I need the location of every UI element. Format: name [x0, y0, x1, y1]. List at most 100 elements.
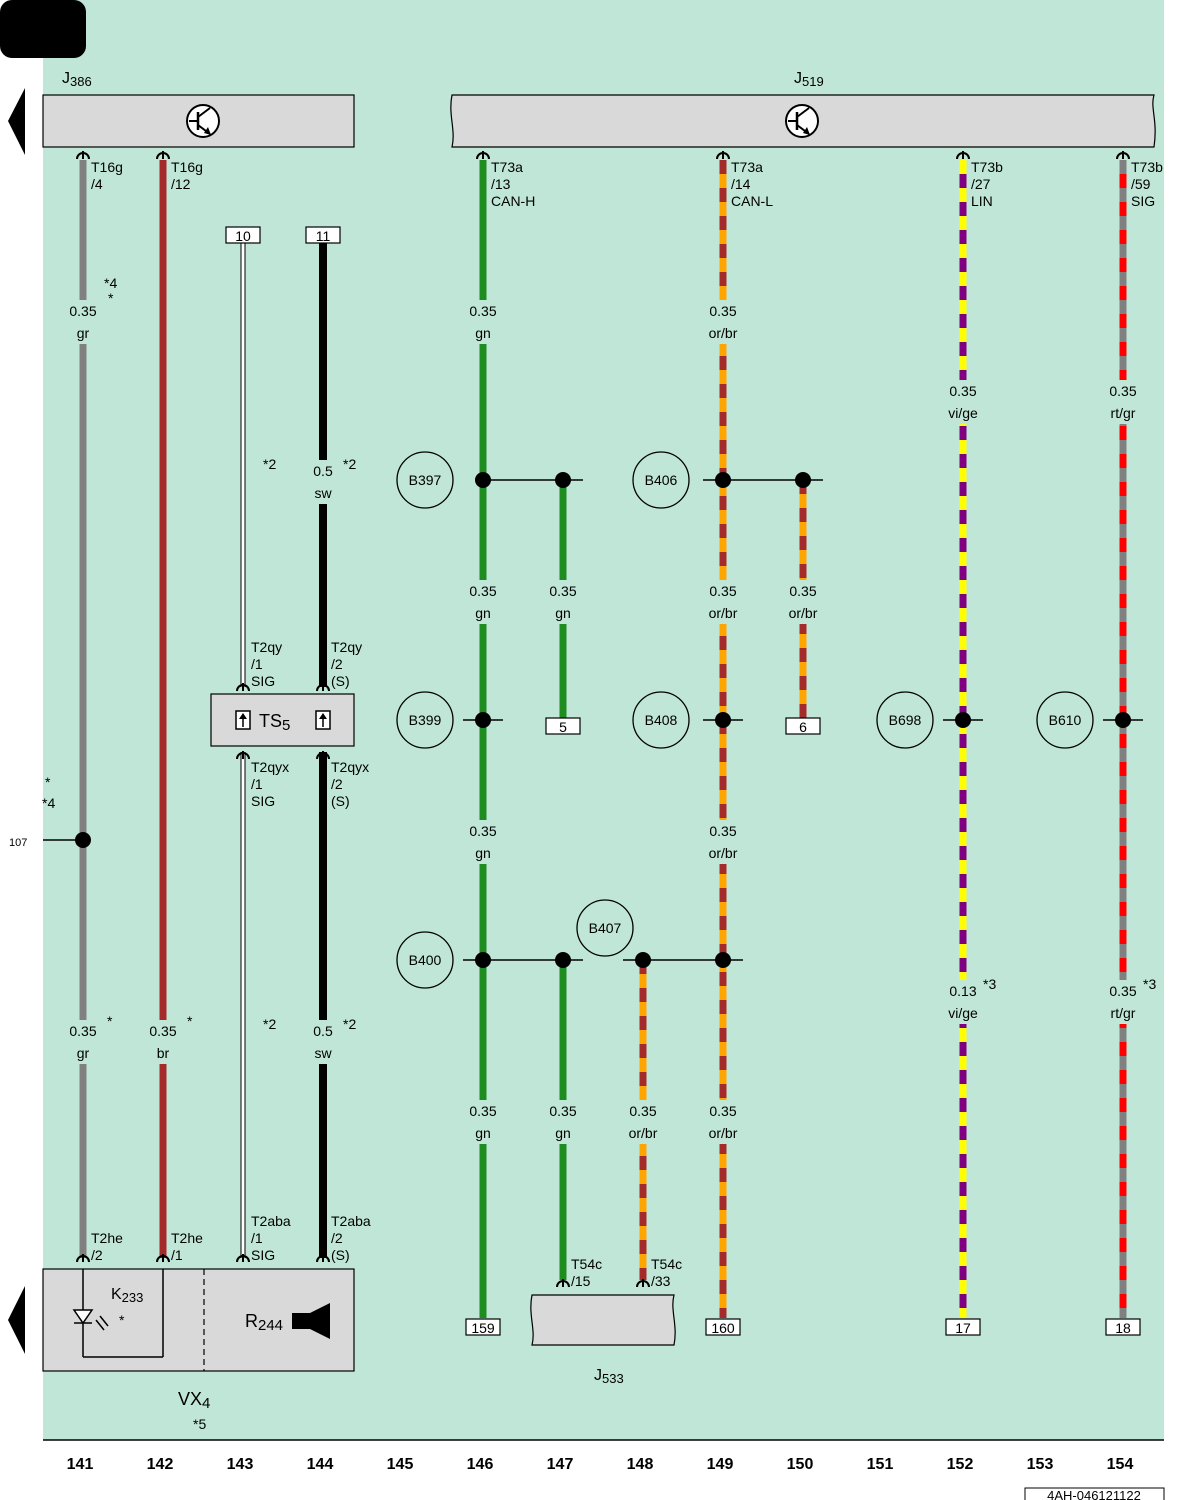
ref-box-10[interactable] [225, 226, 261, 244]
left-arrow-top-icon[interactable] [8, 88, 25, 155]
ref-box-6[interactable] [785, 717, 821, 735]
connector-c141_top: T16g [91, 159, 123, 175]
connector-c143_ts_top: /1 [251, 656, 263, 672]
label-gap [1103, 380, 1143, 424]
connector-c152_top: T73b [971, 159, 1003, 175]
ref-box-11[interactable] [305, 226, 341, 244]
wire-size-w146c: 0.35 [469, 823, 496, 839]
connector-c146_top: T73a [491, 159, 523, 175]
connector-c141_bot: T2he [91, 1230, 123, 1246]
connector-c148_bot: T54c [651, 1256, 682, 1272]
wire-size-w142b: 0.35 [149, 1023, 176, 1039]
connector-c142_bot: /1 [171, 1247, 183, 1263]
ref-label-5: 5 [559, 719, 567, 735]
corner-tab [0, 0, 86, 58]
connector-c143_ts_top: SIG [251, 673, 275, 689]
junction-dot[interactable] [555, 472, 571, 488]
connector-c152_top: LIN [971, 193, 993, 209]
label-gap [63, 1020, 103, 1064]
connector-c143_ts_top: T2qy [251, 639, 282, 655]
wire-color-w149a: or/br [709, 325, 738, 341]
splice-b408[interactable] [632, 691, 690, 749]
connector-c154_top: T73b [1131, 159, 1163, 175]
splice-b400[interactable] [396, 931, 454, 989]
junction-dot[interactable] [475, 952, 491, 968]
wire-color-w146c: gn [475, 845, 491, 861]
junction-dot[interactable] [475, 712, 491, 728]
wire-color-w142b: br [157, 1045, 170, 1061]
note-n143a: *2 [263, 456, 276, 472]
ref-box-160[interactable] [705, 1318, 741, 1336]
splice-b406[interactable] [632, 451, 690, 509]
junction-dot[interactable] [475, 472, 491, 488]
note-n142c: * [187, 1013, 193, 1029]
label-gap [303, 1020, 343, 1064]
ref-box-17[interactable] [945, 1318, 981, 1336]
ref-label-160: 160 [711, 1320, 735, 1336]
junction-dot[interactable] [795, 472, 811, 488]
connector-c149_top: T73a [731, 159, 763, 175]
junction-dot[interactable] [555, 952, 571, 968]
junction-dot[interactable] [955, 712, 971, 728]
connector-c141_bot: /2 [91, 1247, 103, 1263]
component-ts5: TS5 [259, 711, 290, 734]
connector-c149_top: CAN-L [731, 193, 773, 209]
wire-size-w154a: 0.35 [1109, 383, 1136, 399]
wire-size-w147b: 0.35 [549, 1103, 576, 1119]
junction-dot[interactable] [635, 952, 651, 968]
splice-b397[interactable] [396, 451, 454, 509]
splice-label-b610: B610 [1049, 712, 1082, 728]
splice-b610[interactable] [1036, 691, 1094, 749]
column-number: 141 [67, 1456, 94, 1473]
wire-color-w147b: gn [555, 1125, 571, 1141]
connector-c147_bot: /15 [571, 1273, 591, 1289]
wire-size-w152a: 0.35 [949, 383, 976, 399]
junction-dot[interactable] [75, 832, 91, 848]
wire-size-w146b: 0.35 [469, 583, 496, 599]
splice-b407[interactable] [576, 899, 634, 957]
splice-label-b400: B400 [409, 952, 442, 968]
splice-b399[interactable] [396, 691, 454, 749]
wire-color-w148b: or/br [629, 1125, 658, 1141]
junction-dot[interactable] [715, 952, 731, 968]
junction-dot[interactable] [715, 472, 731, 488]
wire-color-w146b: gn [475, 605, 491, 621]
left-arrow-bottom-icon[interactable] [8, 1286, 25, 1354]
wire-color-w146d: gn [475, 1125, 491, 1141]
junction-dot[interactable] [715, 712, 731, 728]
junction-dot[interactable] [1115, 712, 1131, 728]
component-j519: J519 [794, 70, 824, 89]
wire-color-w150a: or/br [789, 605, 818, 621]
wire-size-w141a: 0.35 [69, 303, 96, 319]
label-gap [463, 580, 503, 624]
wire-size-w141b: 0.35 [69, 1023, 96, 1039]
r244-speaker-icon [292, 1303, 330, 1339]
connector-c143_ts_bot: SIG [251, 793, 275, 809]
label-gap [1103, 980, 1143, 1024]
j533-box[interactable] [530, 1294, 676, 1346]
label-gap [943, 980, 983, 1024]
ref-box-159[interactable] [465, 1318, 501, 1336]
splice-b698[interactable] [876, 691, 934, 749]
connector-c146_top: /13 [491, 176, 511, 192]
connector-c147_bot: T54c [571, 1256, 602, 1272]
column-number: 153 [1027, 1456, 1054, 1473]
ref-label-18: 18 [1115, 1320, 1131, 1336]
wire-color-w149c: or/br [709, 845, 738, 861]
note-nleft2: *4 [42, 795, 55, 811]
splice-label-b408: B408 [645, 712, 678, 728]
label-gap [543, 1100, 583, 1144]
ref-box-18[interactable] [1105, 1318, 1141, 1336]
column-number: 143 [227, 1456, 254, 1473]
connector-c143_bot: SIG [251, 1247, 275, 1263]
ref-label-10: 10 [235, 228, 251, 244]
connector-c144_ts_top: (S) [331, 673, 350, 689]
ref-label-17: 17 [955, 1320, 971, 1336]
splice-label-b399: B399 [409, 712, 442, 728]
doc-code-box [1024, 1487, 1165, 1500]
wire-size-w148b: 0.35 [629, 1103, 656, 1119]
column-number: 147 [547, 1456, 574, 1473]
ref-box-5[interactable] [545, 717, 581, 735]
component-j386: J386 [62, 70, 92, 89]
